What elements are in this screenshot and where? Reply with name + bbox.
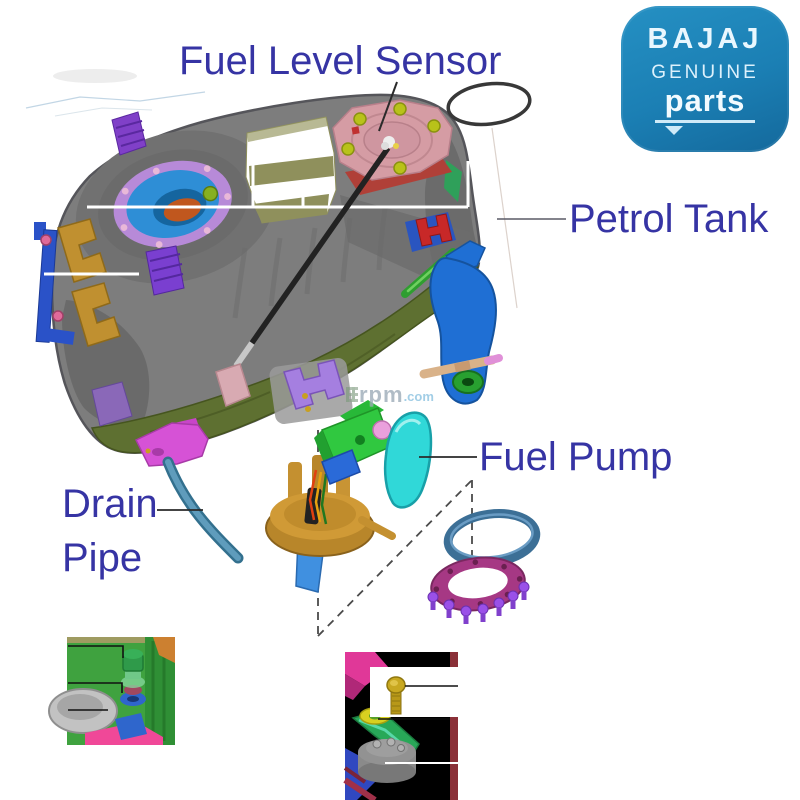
filler-bolt [202,185,219,202]
badge-genuine-text: GENUINE [651,62,759,83]
badge-parts-text: parts [654,85,756,123]
latch-bracket [269,358,353,424]
bolt-inset-box [370,667,458,717]
front-bracket-rod [34,222,133,427]
flange-screws [427,581,530,624]
rubber-mounting-pads [111,111,185,296]
fuel-level-sensor-plate [332,99,453,195]
watermark: rpm .com [346,382,434,407]
side-hook-brackets [57,218,121,347]
sensor-float-rod [215,142,391,408]
filler-o-ring [446,81,532,127]
label-leader-lines [157,81,566,511]
fuel-pump-cover [383,411,433,509]
label-drain: Drain [62,482,158,526]
fuel-tap-cap [358,737,416,783]
filler-ring-bolts [120,165,231,248]
ribbed-pad [245,116,337,224]
inset-drain-valve-detail [48,637,175,745]
gold-bolt [386,676,406,715]
badge-chevron-icon [665,126,683,135]
badge-brand-text: BAJAJ [647,23,763,55]
label-pipe: Pipe [62,536,143,580]
drain-valve-stack [120,649,146,706]
label-fuel-level-sensor: Fuel Level Sensor [179,39,502,83]
watermark-pixel-icon [346,386,358,402]
drain-pipe-hose [162,456,244,564]
rear-mounting-bracket [419,240,503,405]
inset-callout-lines [68,645,124,711]
hose-clamp [405,212,456,252]
sketch-artifacts [25,69,518,309]
sensor-bolts [341,102,441,175]
watermark-text: rpm [359,382,404,407]
bajaj-genuine-parts-badge: BAJAJ GENUINE parts [621,6,789,152]
watermark-suffix: .com [403,388,434,404]
fuel-filler-opening [98,149,248,261]
inset-mounting-bolt-detail [343,652,458,800]
label-petrol-tank: Petrol Tank [569,197,769,241]
label-fuel-pump: Fuel Pump [479,435,673,479]
drain-pipe-bracket [134,418,209,467]
fuel-pump-module [265,400,396,593]
